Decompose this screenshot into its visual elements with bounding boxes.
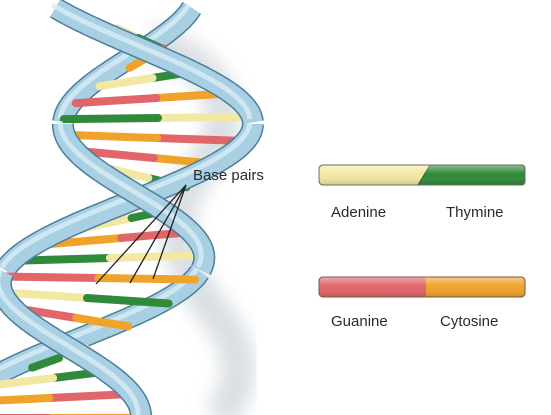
backbone-strand-highlight <box>57 3 191 120</box>
backbone-strand-highlight <box>57 121 204 269</box>
adenine-label: Adenine <box>331 204 386 221</box>
adenine-base-mark <box>105 251 209 262</box>
adenine-base-mark <box>1 288 91 302</box>
cytosine-base-mark <box>0 394 54 405</box>
cytosine-label: Cytosine <box>440 313 498 330</box>
base-pairs-callout: Base pairs <box>95 167 264 285</box>
legend-adenine-thymine: Adenine Thymine <box>318 164 526 221</box>
guanine-label: Guanine <box>331 313 388 330</box>
thymine-base-mark <box>11 254 114 265</box>
backbone-strand-highlight <box>0 268 141 415</box>
guanine-base-mark <box>78 147 158 162</box>
backbone-strand <box>53 2 200 124</box>
cytosine-base-mark <box>62 130 162 142</box>
thymine-base-mark <box>28 354 63 372</box>
callout-pointer-line <box>95 184 187 285</box>
thymine-base-mark <box>59 114 162 124</box>
callout-pointer-line <box>152 184 187 280</box>
backbone-strand-highlight <box>51 2 253 120</box>
helix-backbone-front <box>0 0 264 415</box>
thymine-base-mark <box>83 294 173 308</box>
adenine-base-mark <box>154 112 257 122</box>
adenine-base-mark <box>95 74 157 91</box>
guanine-base-mark <box>71 94 161 108</box>
adenine-base-mark <box>0 374 58 389</box>
thymine-label: Thymine <box>446 204 504 221</box>
guanine-base-mark <box>0 272 103 282</box>
cytosine-base-mark <box>72 314 133 331</box>
callout-pointer-line <box>129 184 187 284</box>
base-pairs-label: Base pairs <box>193 167 264 184</box>
legend-guanine-cytosine: Guanine Cytosine <box>318 276 526 330</box>
cytosine-base-mark <box>94 274 200 284</box>
